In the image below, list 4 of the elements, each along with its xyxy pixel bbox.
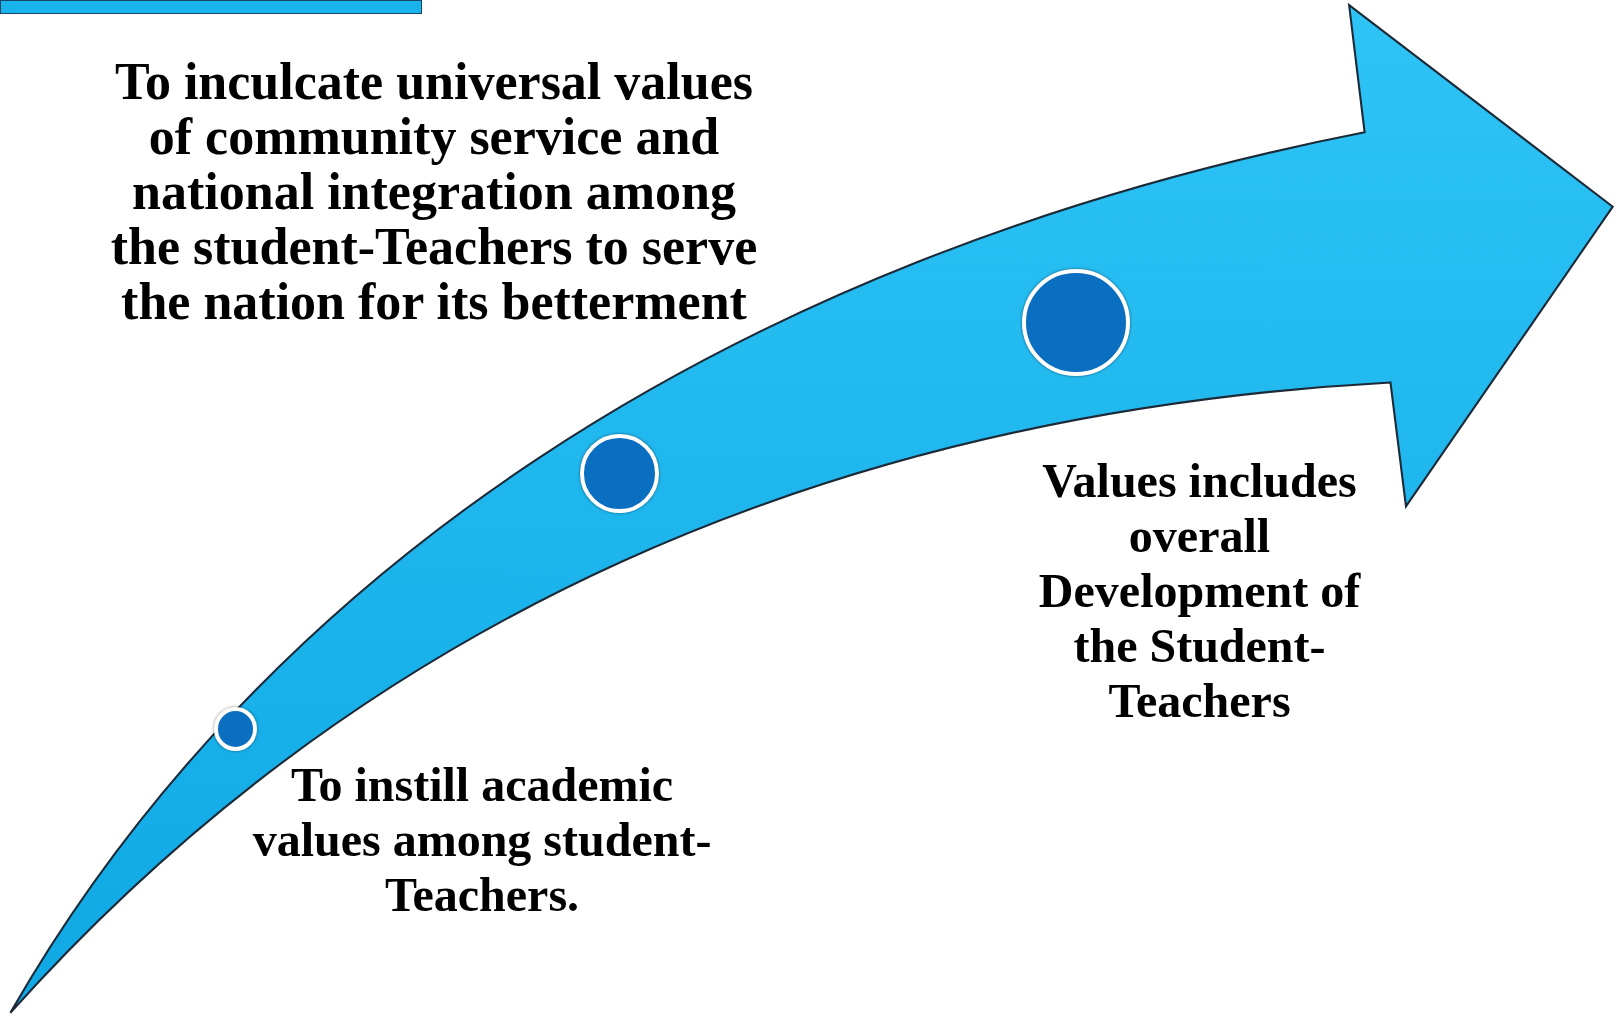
stage-description: To inculcate universal values of community service and national integration among the student-Teachers to serve the nation for its betterment [109, 54, 759, 329]
stage-description: To instill academic values among student-Teachers. [251, 757, 713, 922]
banner-bar [0, 0, 422, 14]
stage-description: Values includes overall Development of the Student-Teachers [1037, 453, 1362, 728]
